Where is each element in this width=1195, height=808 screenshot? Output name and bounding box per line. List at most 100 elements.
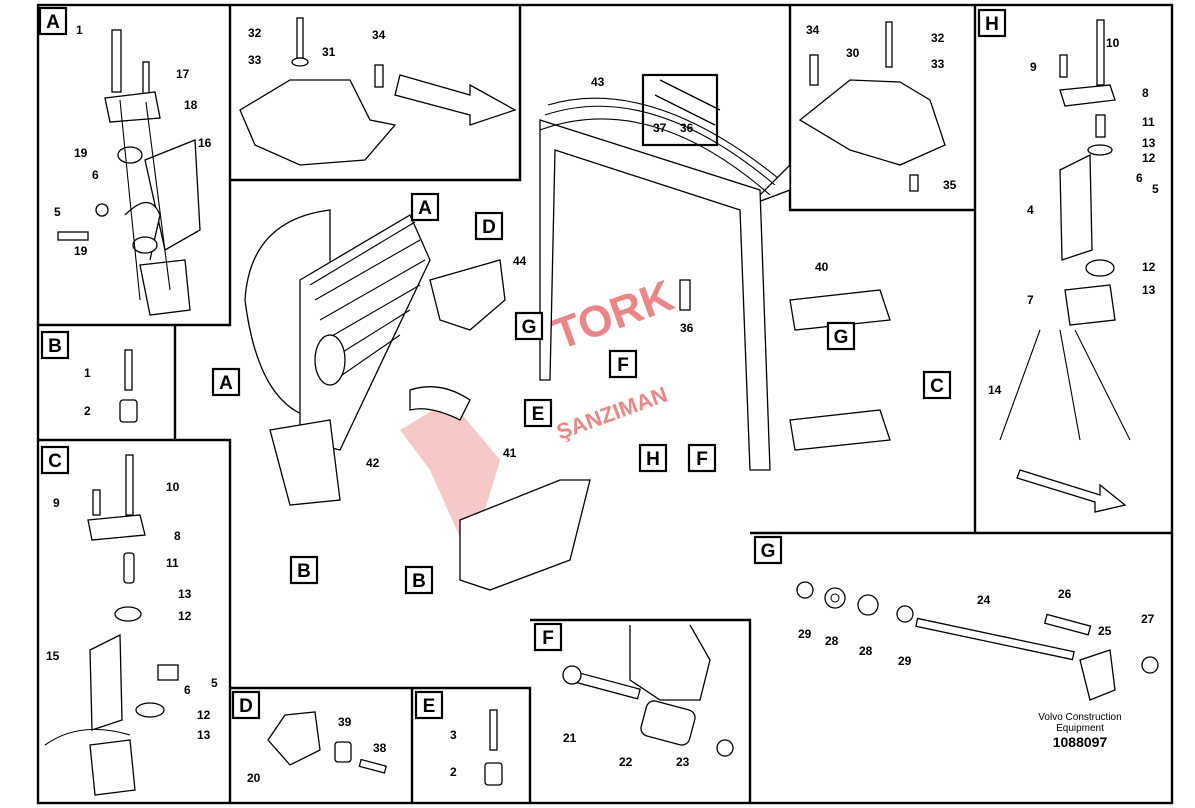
part-number-label: E [423, 696, 436, 717]
callout-box-a: A [38, 6, 68, 36]
callout-b-right: B [404, 565, 434, 595]
part-number-label: 23 [676, 755, 690, 769]
callout-c: C [922, 370, 952, 400]
part-number-label: 12 [178, 609, 192, 623]
panel-f-drawing [562, 624, 734, 757]
part-number-label: 12 [197, 708, 211, 722]
panel-c-labels: 10 9 8 11 13 12 15 5 6 12 13 [46, 480, 218, 742]
svg-text:ŞANZIMAN: ŞANZIMAN [553, 381, 671, 444]
callout-f-right: F [687, 443, 717, 473]
part-number-label: 28 [859, 644, 873, 658]
part-number-label: 5 [211, 676, 218, 690]
part-number-label: 28 [825, 634, 839, 648]
panel-e-drawing [484, 709, 503, 786]
part-number-label: F [542, 628, 554, 649]
part-number-label: 43 [591, 75, 605, 89]
part-number-label: 32 [931, 31, 945, 45]
part-number-label: 22 [619, 755, 633, 769]
part-number-label: 32 [248, 26, 262, 40]
part-number-label: 30 [846, 46, 860, 60]
part-number-label: 13 [1142, 283, 1156, 297]
part-number-label: 31 [322, 45, 336, 59]
part-number-label: 44 [513, 254, 527, 268]
panel-f-labels: 21 22 23 [563, 731, 690, 769]
panel-c-drawing [44, 454, 179, 796]
callout-box-g: G [753, 535, 783, 565]
part-number-label: 33 [248, 53, 262, 67]
detail-box-bolt [641, 73, 719, 147]
panel-e-labels: 3 2 [450, 728, 457, 779]
part-number-label: 13 [178, 587, 192, 601]
part-number-label: 29 [798, 627, 812, 641]
callout-g-left: G [514, 311, 544, 341]
top-right-inset-drawing [749, 21, 946, 206]
callout-box-d: D [231, 690, 261, 720]
callout-box-b: B [40, 330, 70, 360]
part-number-label: 27 [1141, 612, 1155, 626]
part-number-label: G [834, 327, 849, 348]
part-number-label: D [482, 217, 496, 238]
panel-a-drawing [57, 29, 201, 316]
part-number-label: 13 [197, 728, 211, 742]
part-number-label: D [239, 696, 253, 717]
part-number-label: 12 [1142, 260, 1156, 274]
part-number-label: B [48, 336, 62, 357]
callout-e: E [523, 398, 553, 428]
part-number-label: E [532, 404, 545, 425]
part-number-label: 4 [1027, 203, 1034, 217]
company-line-2: Equipment [1056, 723, 1104, 734]
part-number-label: F [696, 449, 708, 470]
part-number-label: C [48, 451, 62, 472]
part-number-label: 2 [450, 765, 457, 779]
part-number-label: 7 [1027, 293, 1034, 307]
part-number-label: 33 [931, 57, 945, 71]
panel-d-drawing [267, 711, 388, 774]
part-number-label: 10 [1106, 36, 1120, 50]
part-number-label: 16 [198, 136, 212, 150]
callout-a-top: A [410, 192, 440, 222]
part-number-label: 25 [1098, 624, 1112, 638]
part-number-label: 5 [1152, 182, 1159, 196]
callout-g-right: G [826, 321, 856, 351]
main-assembly-drawing [244, 79, 891, 591]
part-number-label: 2 [84, 404, 91, 418]
panel-h-labels: 10 9 8 11 13 12 6 5 4 12 7 13 14 [988, 36, 1159, 397]
part-number-label: 8 [1142, 86, 1149, 100]
part-number-label: 1 [84, 366, 91, 380]
top-inset-labels: 32 33 31 34 [248, 26, 386, 67]
part-number-label: 19 [74, 244, 88, 258]
part-number-label: 34 [372, 28, 386, 42]
part-number-label: 35 [943, 178, 957, 192]
part-number-label: 6 [1136, 171, 1143, 185]
main-callouts: A D A G F E H F G C B B [211, 192, 952, 595]
part-number-label: B [297, 561, 311, 582]
part-number-label: C [930, 376, 944, 397]
part-number-label: 18 [184, 98, 198, 112]
callout-f-left: F [608, 349, 638, 379]
part-number-label: 5 [54, 205, 61, 219]
part-number-label: 20 [247, 771, 261, 785]
part-number-label: A [418, 198, 432, 219]
part-number-label: 6 [184, 683, 191, 697]
part-number-label: 1 [76, 23, 83, 37]
top-inset-drawing [239, 17, 517, 166]
panel-d-labels: 39 20 38 [247, 715, 387, 785]
callout-box-f: F [533, 622, 563, 652]
part-number-label: G [761, 541, 776, 562]
panel-frames [36, 3, 1174, 805]
panel-g-drawing [796, 581, 1159, 701]
panel-b-labels: 1 2 [84, 366, 91, 418]
svg-text:TORK: TORK [547, 271, 680, 359]
part-number-label: 10 [166, 480, 180, 494]
part-number-label: H [646, 449, 660, 470]
part-number-label: 19 [74, 146, 88, 160]
top-right-inset-labels: 34 32 30 33 35 [806, 23, 957, 192]
part-number-label: 41 [503, 446, 517, 460]
part-number-label: H [985, 14, 999, 35]
callout-box-e: E [414, 690, 444, 720]
part-number-label: 36 [680, 121, 694, 135]
part-number-label: 9 [53, 496, 60, 510]
callout-box-h: H [977, 8, 1007, 38]
part-number-label: B [412, 571, 426, 592]
